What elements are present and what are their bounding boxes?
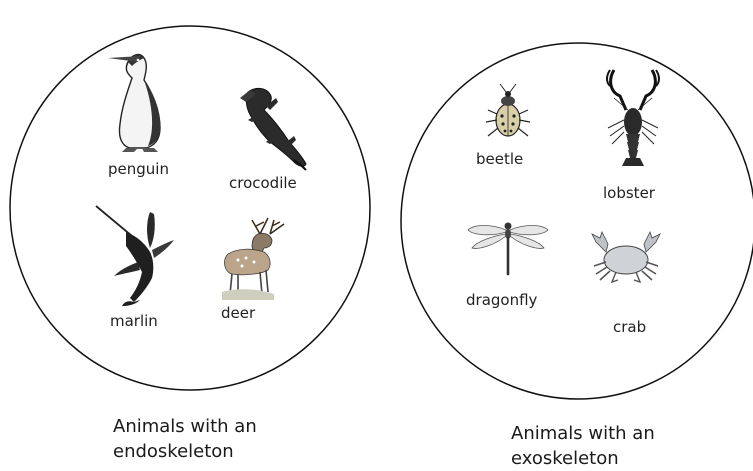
lobster-icon — [607, 70, 659, 166]
caption-endoskeleton-line1: Animals with an — [113, 414, 257, 439]
crocodile-icon — [240, 88, 306, 170]
label-marlin: marlin — [110, 312, 158, 330]
caption-endoskeleton-line2: endoskeleton — [113, 439, 257, 464]
caption-exoskeleton-line2: exoskeleton — [511, 446, 655, 471]
label-lobster: lobster — [603, 184, 655, 202]
exoskeleton-group-circle — [401, 43, 753, 399]
label-deer: deer — [221, 304, 255, 322]
dragonfly-icon — [468, 223, 548, 275]
caption-exoskeleton-line1: Animals with an — [511, 421, 655, 446]
crab-icon — [592, 232, 660, 282]
beetle-icon — [486, 84, 530, 136]
label-penguin: penguin — [108, 160, 169, 178]
label-dragonfly: dragonfly — [466, 291, 537, 309]
penguin-icon — [108, 55, 160, 152]
endoskeleton-group-circle — [10, 26, 370, 390]
label-crab: crab — [613, 318, 646, 336]
deer-icon — [222, 218, 284, 300]
marlin-icon — [96, 206, 174, 306]
label-beetle: beetle — [476, 150, 523, 168]
caption-endoskeleton: Animals with an endoskeleton — [113, 414, 257, 464]
caption-exoskeleton: Animals with an exoskeleton — [511, 421, 655, 471]
label-crocodile: crocodile — [229, 174, 297, 192]
